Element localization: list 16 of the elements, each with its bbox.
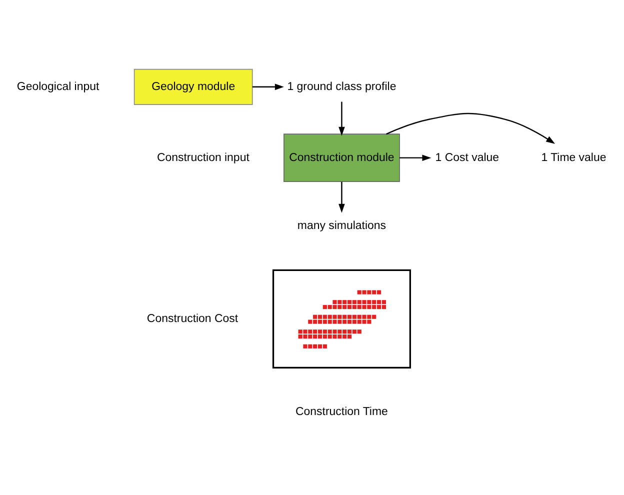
- label: Construction input: [156, 151, 250, 164]
- arrow: [338, 181, 345, 212]
- arrow: [386, 112, 556, 144]
- arrow: [400, 154, 432, 160]
- node-text: 1 Cost value: [435, 151, 500, 164]
- arrow: [252, 83, 284, 90]
- node-box: Construction module: [284, 133, 400, 182]
- label: Construction Cost: [146, 312, 238, 324]
- node-text: many simulations: [297, 219, 386, 232]
- node-box: Geology module: [134, 68, 253, 104]
- arrow: [338, 101, 345, 136]
- label: Geological input: [16, 80, 100, 92]
- node-text: 1 Time value: [541, 151, 606, 164]
- node-picture: [272, 268, 411, 368]
- label: Construction Time: [296, 405, 388, 418]
- node-text: 1 ground class profile: [287, 80, 396, 92]
